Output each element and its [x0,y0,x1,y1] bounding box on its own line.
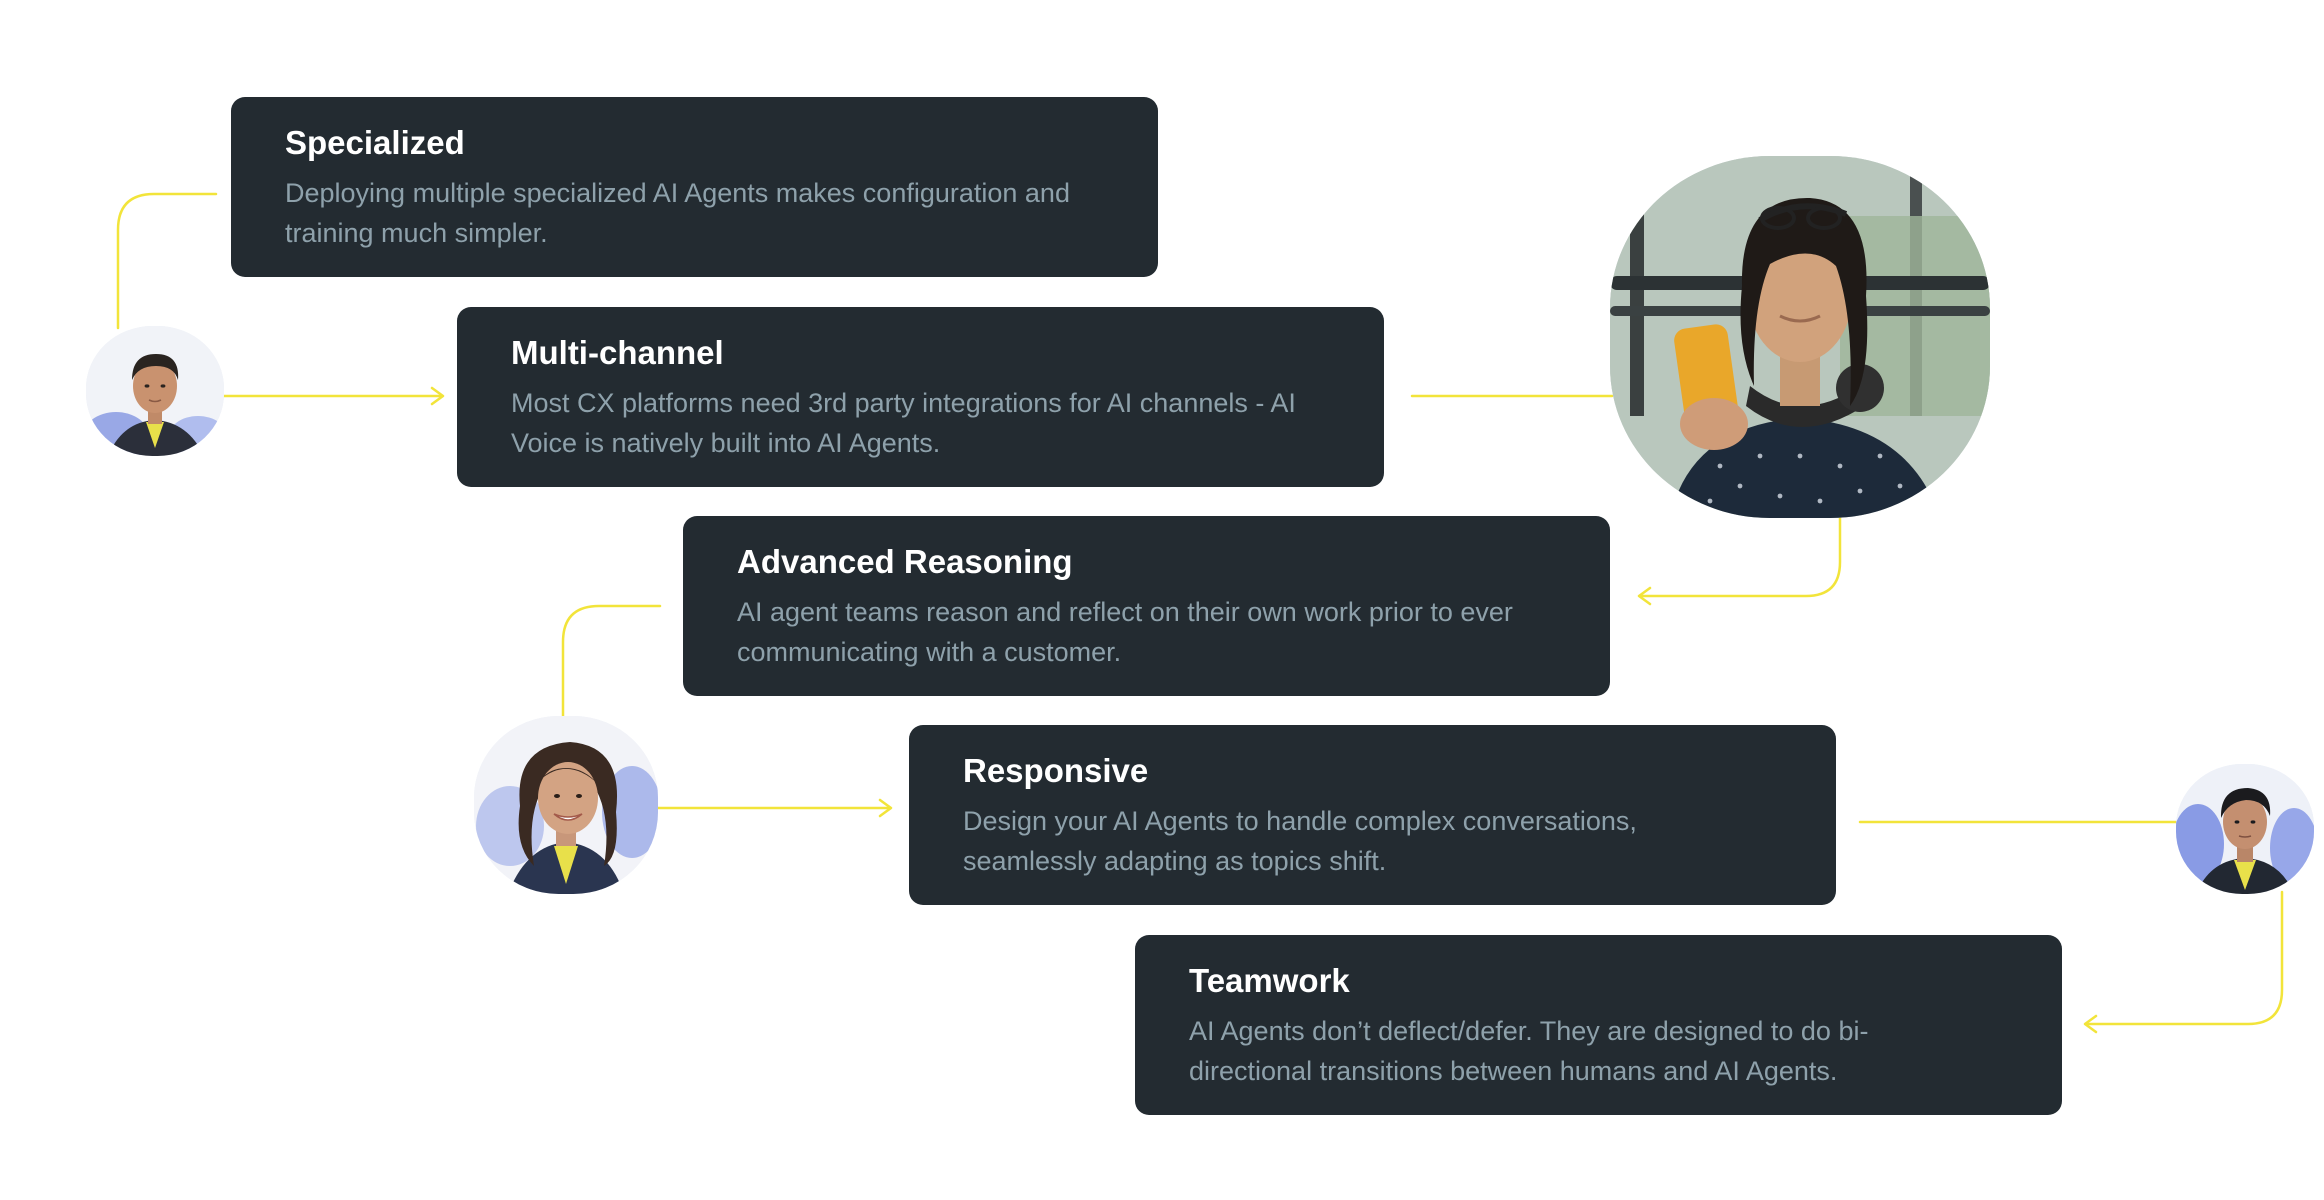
feature-card-responsive: Responsive Design your AI Agents to hand… [909,725,1836,905]
arrowhead-multichannel [430,386,445,406]
connector-avatar4-to-teamwork [2084,890,2284,1026]
feature-card-multi-channel: Multi-channel Most CX platforms need 3rd… [457,307,1384,487]
feature-title: Specialized [285,124,465,161]
connector-avatar1-to-specialized [116,192,218,330]
connector-avatar2-to-reasoning [1638,514,1842,598]
feature-description: Deploying multiple specialized AI Agents… [285,178,1070,249]
smiling-woman-avatar-icon [474,716,658,894]
feature-title: Advanced Reasoning [737,543,1073,580]
feature-description: AI Agents don’t deflect/defer. They are … [1189,1016,1869,1087]
man-in-jacket-avatar-icon [2176,764,2314,894]
person-with-phone-and-headphones-photo-icon [1610,156,1990,518]
arrowhead-teamwork [2083,1014,2098,1034]
arrowhead-responsive [878,798,893,818]
feature-description: Design your AI Agents to handle complex … [963,806,1637,877]
arrowhead-reasoning [1637,586,1652,606]
feature-title: Responsive [963,752,1149,789]
feature-description: AI agent teams reason and reflect on the… [737,597,1513,668]
connector-avatar3-to-reasoning [561,604,662,718]
man-in-suit-avatar-icon [86,326,224,456]
feature-title: Teamwork [1189,962,1350,999]
feature-card-teamwork: Teamwork AI Agents don’t deflect/defer. … [1135,935,2062,1115]
feature-title: Multi-channel [511,334,724,371]
feature-description: Most CX platforms need 3rd party integra… [511,388,1296,459]
feature-card-advanced-reasoning: Advanced Reasoning AI agent teams reason… [683,516,1610,696]
feature-card-specialized: Specialized Deploying multiple specializ… [231,97,1158,277]
